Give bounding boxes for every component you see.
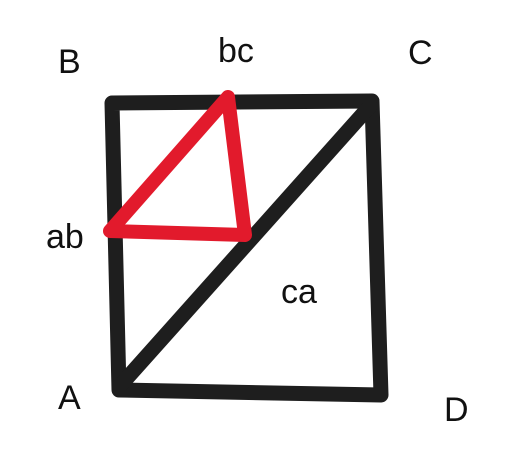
diagonal-ac: [111, 98, 378, 395]
label-b: B: [58, 43, 81, 81]
red-triangle: [103, 90, 252, 242]
quadrilateral-outline: [104, 93, 389, 403]
label-ca: ca: [281, 273, 317, 311]
label-ab: ab: [46, 218, 84, 256]
label-d: D: [444, 391, 469, 429]
label-a: A: [58, 379, 81, 417]
label-bc: bc: [218, 32, 254, 70]
label-c: C: [408, 34, 433, 72]
